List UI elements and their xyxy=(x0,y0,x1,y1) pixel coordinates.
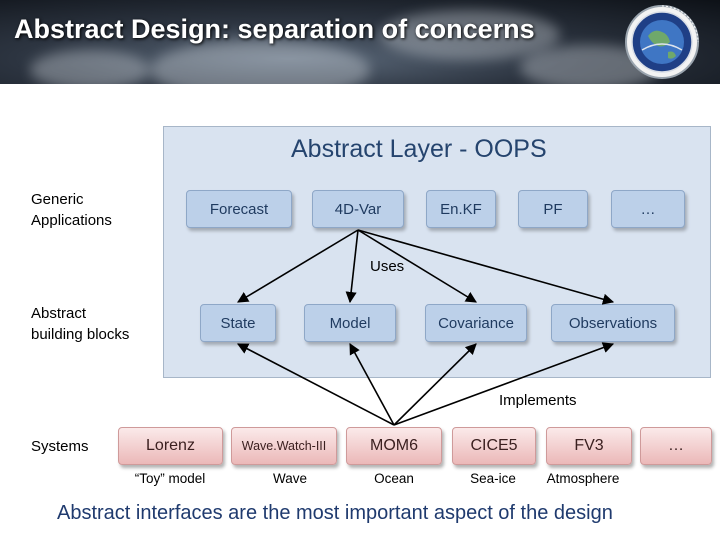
caption-wave: Wave xyxy=(272,471,308,486)
system-lorenz-box: Lorenz xyxy=(118,427,223,465)
abstract-building-blocks-line2: building blocks xyxy=(31,326,130,343)
system-wavewatch-box: Wave.Watch-III xyxy=(231,427,337,465)
uses-label: Uses xyxy=(370,258,405,275)
slide-title: Abstract Design: separation of concerns xyxy=(14,14,535,44)
system-fv3-box: FV3 xyxy=(546,427,632,465)
system-mom6-box: MOM6 xyxy=(346,427,442,465)
block-state-box: State xyxy=(200,304,276,342)
generic-applications-line1: Generic xyxy=(31,191,84,208)
caption-ocean: Ocean xyxy=(374,471,414,486)
caption-toy-model: “Toy” model xyxy=(134,471,206,486)
app-enkf-box: En.KF xyxy=(426,190,496,228)
system-more-box: … xyxy=(640,427,712,465)
block-model-box: Model xyxy=(304,304,396,342)
slide-footer: Abstract interfaces are the most importa… xyxy=(57,502,613,524)
abstract-building-blocks-label: Abstract building blocks xyxy=(31,303,129,345)
generic-applications-line2: Applications xyxy=(31,212,112,229)
app-4dvar-box: 4D-Var xyxy=(312,190,404,228)
caption-sea-ice: Sea-ice xyxy=(470,471,516,486)
generic-applications-label: Generic Applications xyxy=(31,189,112,231)
block-covariance-box: Covariance xyxy=(425,304,527,342)
systems-label: Systems xyxy=(31,438,89,455)
abstract-building-blocks-line1: Abstract xyxy=(31,305,87,322)
app-pf-box: PF xyxy=(518,190,588,228)
caption-atmosphere: Atmosphere xyxy=(546,471,620,486)
app-more-box: … xyxy=(611,190,685,228)
organization-logo xyxy=(625,5,699,79)
block-observations-box: Observations xyxy=(551,304,675,342)
implements-label: Implements xyxy=(499,392,577,409)
app-forecast-box: Forecast xyxy=(186,190,292,228)
system-cice5-box: CICE5 xyxy=(452,427,536,465)
header-banner: Abstract Design: separation of concerns xyxy=(0,0,720,84)
abstract-layer-title: Abstract Layer - OOPS xyxy=(291,135,547,163)
